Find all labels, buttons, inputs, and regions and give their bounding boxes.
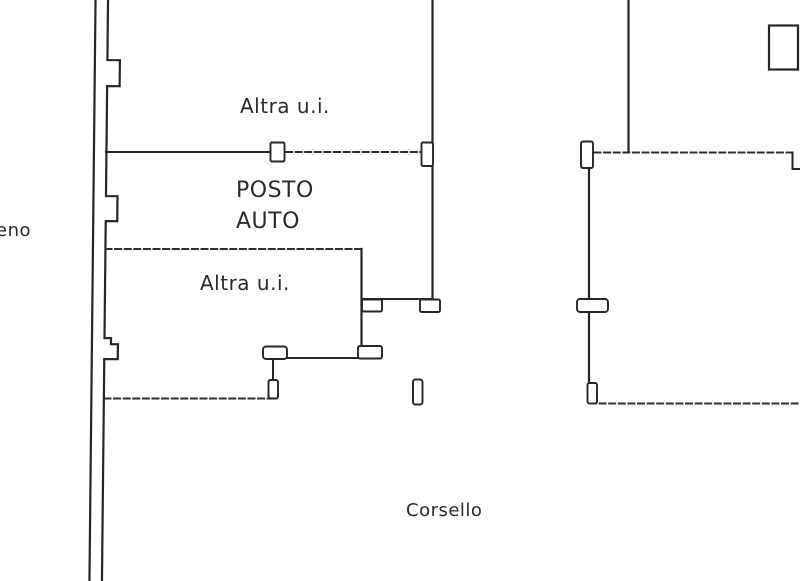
right-structure-top-wall-step — [791, 151, 800, 170]
label-corsello: Corsello — [406, 500, 482, 521]
label-auto: AUTO — [236, 209, 300, 234]
door-jamb-marker — [262, 345, 288, 360]
label-altra-ui-left: Altra u.i. — [200, 271, 290, 295]
door-jamb-marker — [267, 379, 279, 400]
door-jamb-marker — [420, 141, 434, 167]
door-jamb-marker — [576, 298, 609, 313]
door-jamb-marker — [269, 141, 286, 163]
left-wall-inner-line-with-pilasters — [100, 0, 122, 581]
left-wall-outer-line — [88, 0, 97, 581]
door-jamb-marker — [580, 140, 594, 169]
door-jamb-marker — [361, 298, 383, 313]
freestanding-jamb-marker — [412, 378, 424, 406]
door-jamb-marker — [419, 298, 441, 313]
label-altra-ui-top: Altra u.i. — [240, 94, 330, 118]
label-posto: POSTO — [236, 178, 314, 203]
left-boundary-wall — [88, 0, 122, 581]
top-right-shaft-rectangle — [767, 24, 800, 71]
label-edge-partial-eno: eno — [0, 220, 31, 241]
door-jamb-marker — [586, 382, 598, 405]
door-jamb-marker — [357, 345, 383, 360]
